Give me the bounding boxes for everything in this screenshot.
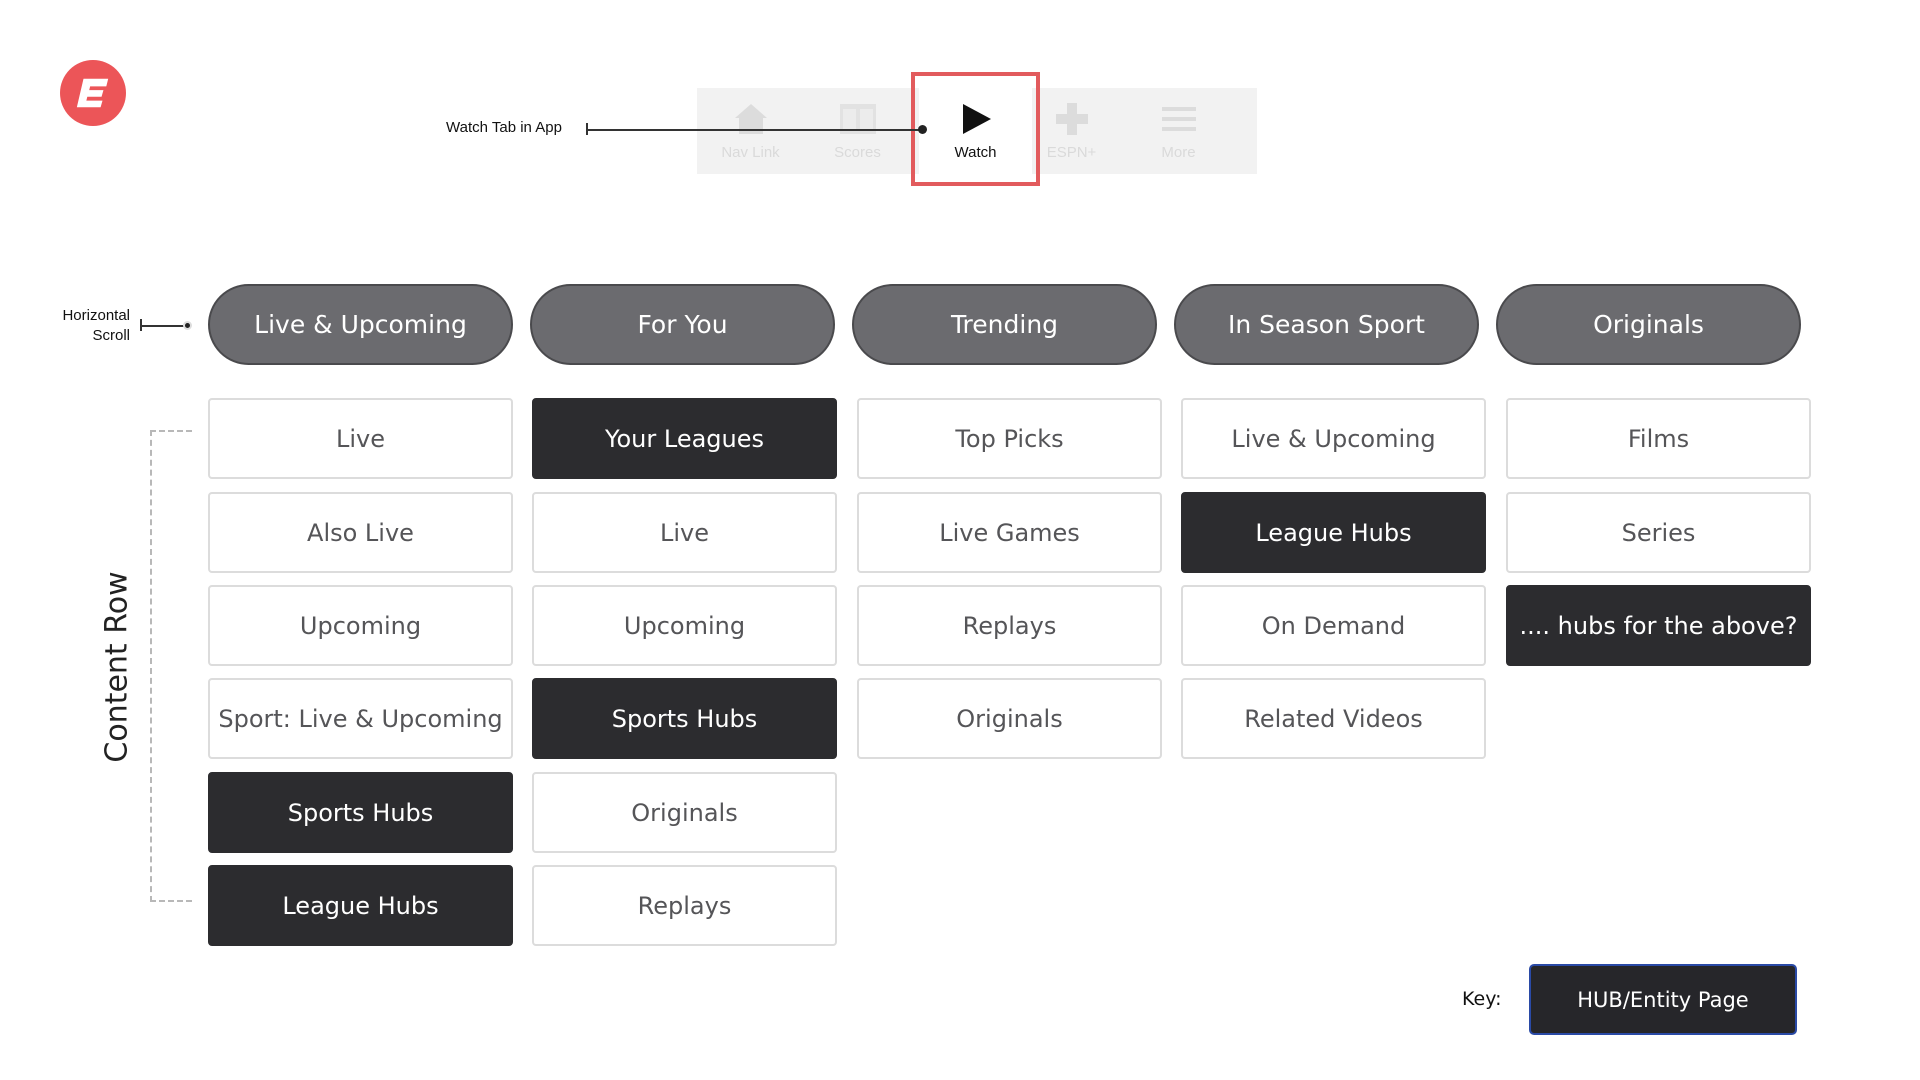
scroll-line xyxy=(140,325,188,327)
content-box[interactable]: Upcoming xyxy=(208,585,513,666)
hub-box[interactable]: Sports Hubs xyxy=(532,678,837,759)
content-row-bracket xyxy=(150,430,192,902)
content-box[interactable]: Originals xyxy=(532,772,837,853)
tab-label: Watch xyxy=(954,144,997,161)
menu-icon xyxy=(1159,100,1199,138)
hub-box[interactable]: Your Leagues xyxy=(532,398,837,479)
watch-tab-highlight xyxy=(911,72,1040,186)
plus-icon xyxy=(1052,100,1092,138)
tab-espn-plus[interactable]: ESPN+ xyxy=(1018,88,1125,174)
horizontal-scroll-line1: Horizontal xyxy=(62,307,130,324)
content-box[interactable]: Related Videos xyxy=(1181,678,1486,759)
espn-logo xyxy=(60,60,126,126)
hub-box[interactable]: League Hubs xyxy=(1181,492,1486,573)
content-box[interactable]: Films xyxy=(1506,398,1811,479)
pill-live-upcoming[interactable]: Live & Upcoming xyxy=(208,284,513,365)
content-box[interactable]: Replays xyxy=(532,865,837,946)
scroll-dot xyxy=(183,321,192,330)
tab-watch[interactable]: Watch xyxy=(919,88,1032,174)
pill-originals[interactable]: Originals xyxy=(1496,284,1801,365)
tab-scores[interactable]: Scores xyxy=(804,88,911,174)
pill-trending[interactable]: Trending xyxy=(852,284,1157,365)
tab-label: ESPN+ xyxy=(1046,144,1097,161)
content-box[interactable]: Live Games xyxy=(857,492,1162,573)
content-box[interactable]: Also Live xyxy=(208,492,513,573)
hub-box[interactable]: .... hubs for the above? xyxy=(1506,585,1811,666)
tab-label: Scores xyxy=(834,144,881,161)
content-box[interactable]: Live xyxy=(208,398,513,479)
horizontal-scroll-line2: Scroll xyxy=(92,327,130,344)
horizontal-scroll-label: Horizontal Scroll xyxy=(52,306,130,346)
scoreboard-icon xyxy=(838,100,878,138)
content-box[interactable]: Live & Upcoming xyxy=(1181,398,1486,479)
content-box[interactable]: Replays xyxy=(857,585,1162,666)
hub-box[interactable]: League Hubs xyxy=(208,865,513,946)
espn-e-logo-icon xyxy=(76,78,109,108)
key-hub-entity-box: HUB/Entity Page xyxy=(1529,964,1797,1035)
play-icon xyxy=(956,100,996,138)
callout-line xyxy=(586,129,922,131)
content-box[interactable]: Upcoming xyxy=(532,585,837,666)
content-box[interactable]: On Demand xyxy=(1181,585,1486,666)
callout-dot xyxy=(918,125,927,134)
tab-label: More xyxy=(1161,144,1196,161)
tab-more[interactable]: More xyxy=(1125,88,1232,174)
pill-in-season-sport[interactable]: In Season Sport xyxy=(1174,284,1479,365)
content-box[interactable]: Sport: Live & Upcoming xyxy=(208,678,513,759)
home-icon xyxy=(731,100,771,138)
content-box[interactable]: Originals xyxy=(857,678,1162,759)
content-box[interactable]: Top Picks xyxy=(857,398,1162,479)
content-box[interactable]: Series xyxy=(1506,492,1811,573)
tab-label: Nav Link xyxy=(721,144,780,161)
key-label: Key: xyxy=(1462,988,1502,1010)
watch-tab-annotation: Watch Tab in App xyxy=(446,119,562,136)
content-box[interactable]: Live xyxy=(532,492,837,573)
tab-nav-link[interactable]: Nav Link xyxy=(697,88,804,174)
content-row-label: Content Row xyxy=(99,571,135,763)
pill-for-you[interactable]: For You xyxy=(530,284,835,365)
hub-box[interactable]: Sports Hubs xyxy=(208,772,513,853)
